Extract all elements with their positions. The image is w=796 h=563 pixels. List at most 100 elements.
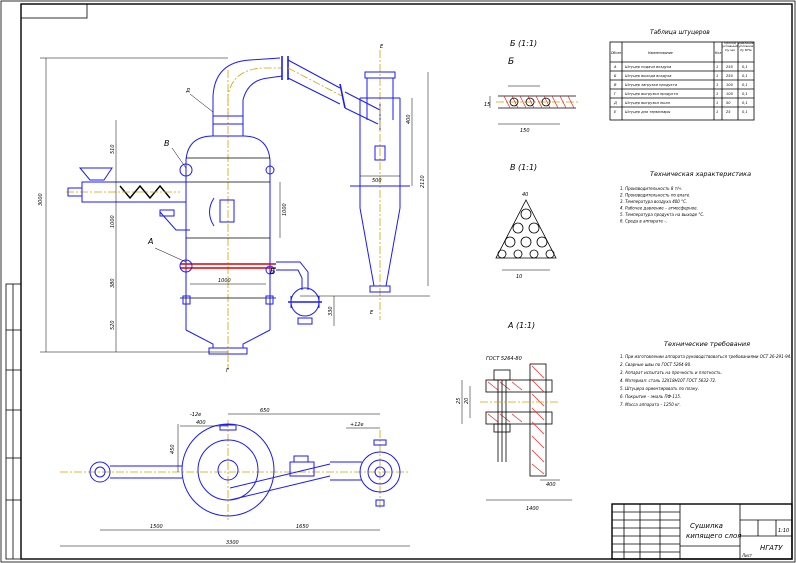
dim-total-height: 3000 — [38, 193, 44, 206]
mark-g: Г — [226, 368, 230, 374]
dim-lower-height: 520 — [110, 320, 116, 330]
top-left-stamp — [20, 3, 88, 19]
nozzle-table-heading: Таблица штуцеров — [650, 29, 710, 36]
dim-cyclone-top: 400 — [406, 114, 412, 124]
angle-r2: +12е — [350, 422, 364, 428]
dim-cyclone-low: 330 — [328, 306, 334, 316]
dim-plan-l1: 1500 — [150, 524, 163, 530]
tech-char-list: 1. Производительность 8 т/ч.2. Производи… — [620, 186, 704, 224]
dim-vessel-diameter: 1000 — [218, 278, 231, 284]
table-cell-id: В — [614, 83, 617, 87]
table-cell-id: Г — [614, 92, 617, 96]
nozzle-table-grid — [609, 41, 755, 121]
dim-mid-height: 1000 — [110, 215, 116, 228]
dim-inner-height: 1000 — [282, 203, 288, 216]
table-cell-pn: 0,1 — [742, 92, 748, 96]
dim-det-v: 40 — [522, 192, 528, 198]
dim-det-a-width2: 1400 — [526, 506, 539, 512]
sheet-inner-frame — [20, 3, 793, 560]
tech-req-list: 1. При изготовлении аппарата руководство… — [620, 354, 791, 407]
tech-char-heading: Техническая характеристика — [650, 170, 751, 178]
view-v-detail — [495, 199, 557, 271]
table-header-qty: Кол. — [715, 51, 722, 55]
table-header-pn: Давление условное Pу МПа — [738, 42, 754, 52]
det-a-tag: ГОСТ 5264-80 — [486, 356, 522, 362]
table-cell-name: Штуцер выгрузки пыли — [625, 101, 670, 105]
dim-plan-l2: 1650 — [296, 524, 309, 530]
mark-d: Д — [185, 88, 190, 94]
dim-plan-rb: 400 — [196, 420, 206, 426]
nozzle-table-header-wrapped: Проход условный Dу мм Давление условное … — [722, 42, 754, 52]
table-cell-dn: 100 — [726, 83, 734, 87]
table-header-id: Обозн. — [611, 51, 622, 55]
view-b-title: Б (1:1) — [510, 39, 537, 48]
air-duct — [212, 56, 381, 130]
main-dimensions — [40, 57, 430, 353]
table-cell-id: Б — [614, 74, 617, 78]
dim-grid-height: 380 — [110, 278, 116, 288]
view-b-detail — [489, 85, 580, 125]
cyclone — [350, 50, 410, 320]
dim-det-a-width: 400 — [546, 482, 556, 488]
plan-dimensions — [60, 413, 410, 547]
view-a-detail — [461, 363, 572, 501]
dim-plan-total: 3300 — [226, 540, 239, 546]
table-cell-pn: 0,1 — [742, 83, 748, 87]
angle-r1: -12е — [190, 412, 201, 418]
table-header-dn: Проход условный Dу мм — [722, 42, 738, 52]
plan-view — [60, 420, 410, 520]
dim-det-v-pitch: 10 — [516, 274, 522, 280]
table-cell-id: Е — [614, 110, 617, 114]
view-v-title: В (1:1) — [510, 163, 537, 172]
table-cell-id: Д — [613, 101, 617, 105]
marker-b-upper: Б — [508, 57, 514, 67]
dim-det-b-width: 150 — [520, 128, 530, 134]
marker-a: А — [147, 237, 153, 246]
feed-screw — [66, 167, 190, 231]
tech-char-item: 5. Температура продукта на выходе °С. — [620, 212, 704, 217]
table-cell-pn: 0,1 — [742, 74, 748, 78]
table-cell-name: Штуцер подачи воздуха — [625, 65, 671, 69]
air-inlet — [276, 261, 322, 325]
table-cell-dn: 250 — [726, 65, 734, 69]
dim-det-a-h2: 25 — [456, 398, 462, 404]
table-cell-dn: 50 — [726, 101, 731, 105]
table-cell-dn: 25 — [726, 110, 731, 114]
left-side-strip — [5, 283, 22, 560]
marker-v: В — [164, 139, 170, 148]
dim-cyclone-diameter: 500 — [372, 178, 382, 184]
table-header-name: Наименование — [648, 51, 673, 55]
table-cell-name: Штуцер загрузки продукта — [625, 83, 677, 87]
tech-req-item: 6. Покрытие – эмаль ПФ-115. — [620, 394, 681, 399]
view-a-title: А (1:1) — [507, 321, 535, 330]
tech-req-heading: Технические требования — [664, 340, 750, 348]
table-cell-qty: 1 — [716, 101, 718, 105]
tech-req-item: 5. Штуцера ориентировать по плану. — [620, 386, 699, 391]
dim-upper-height: 510 — [110, 144, 116, 154]
dim-det-a-h1: 20 — [464, 398, 470, 404]
title-block — [611, 503, 793, 560]
table-cell-name: Штуцер выгрузки продукта — [625, 92, 678, 96]
tech-char-item: 2. Производительность по влаге. — [620, 193, 690, 198]
tech-req-item: 4. Материал: сталь 12Х18Н10Т ГОСТ 5632-7… — [620, 378, 716, 383]
marker-b-side: Б — [270, 267, 276, 276]
title-scale: 1:10 — [778, 528, 789, 534]
tech-char-item: 3. Температура воздуха 400 °С. — [620, 199, 687, 204]
title-sheet-label: Лист — [741, 553, 753, 558]
table-cell-pn: 0,1 — [742, 110, 748, 114]
table-cell-id: А — [613, 65, 617, 69]
tech-req-item: 1. При изготовлении аппарата руководство… — [620, 354, 791, 359]
table-cell-qty: 1 — [716, 65, 718, 69]
mark-e-low: Е — [370, 310, 374, 316]
table-cell-dn: 250 — [726, 74, 734, 78]
dim-det-b-height: 15 — [484, 102, 490, 108]
table-cell-qty: 1 — [716, 83, 718, 87]
tech-req-item: 2. Сварные швы по ГОСТ 5264-80. — [620, 362, 691, 367]
dim-plan-r: 450 — [170, 444, 176, 454]
tech-char-item: 6. Среда в аппарате –. — [620, 219, 667, 224]
title-org: НГАТУ — [760, 544, 783, 552]
table-cell-pn: 0,1 — [742, 101, 748, 105]
dim-plan-top: 650 — [260, 408, 270, 414]
